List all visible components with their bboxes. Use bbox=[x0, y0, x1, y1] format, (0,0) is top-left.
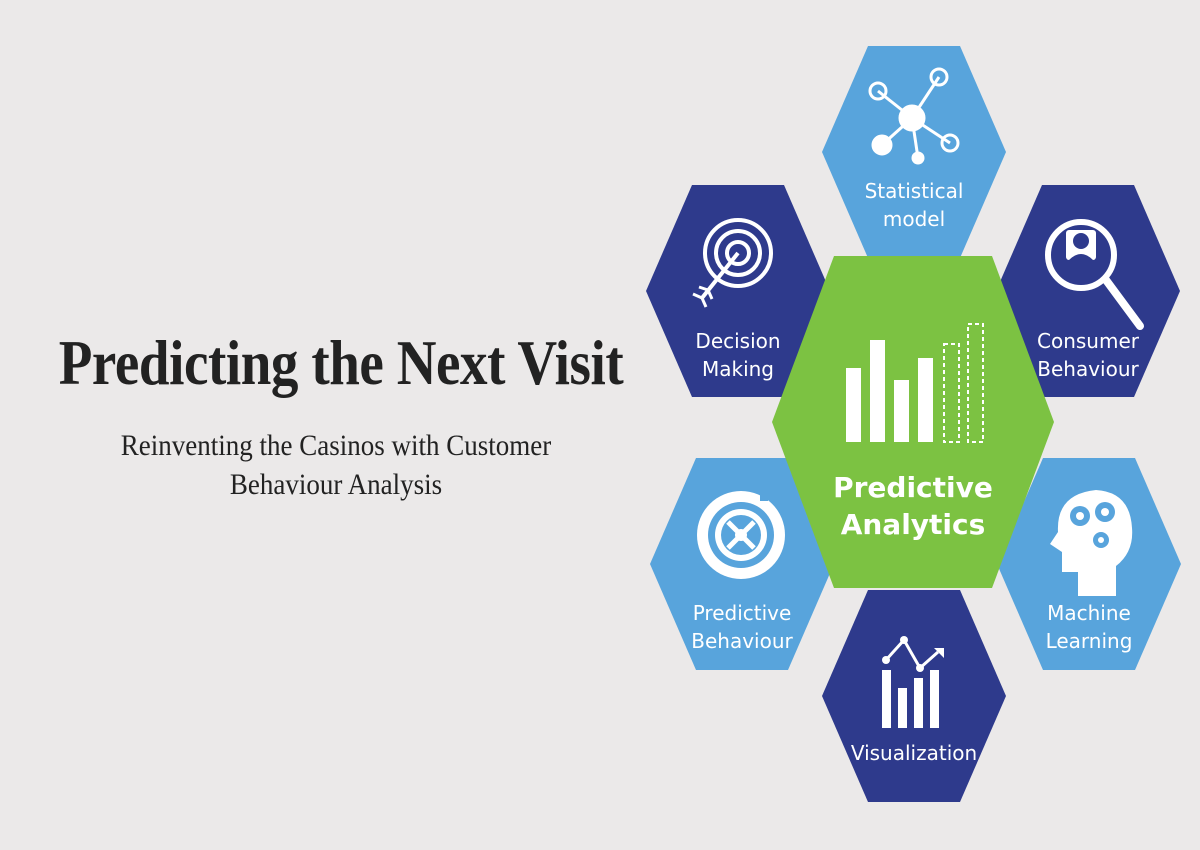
hex-consumer-behaviour: Consumer Behaviour bbox=[996, 185, 1180, 397]
hex-predictive-analytics-line-2: Analytics bbox=[841, 508, 986, 541]
hex-predictive-analytics: Predictive Analytics bbox=[772, 256, 1054, 588]
hex-visualization-label: Visualization bbox=[851, 741, 977, 765]
head-gears-icon bbox=[1050, 490, 1133, 596]
hex-consumer-behaviour-line-2: Behaviour bbox=[1037, 357, 1139, 381]
subheadline-line-1: Reinventing the Casinos with Customer bbox=[120, 429, 552, 462]
hex-statistical-model-shape bbox=[822, 46, 1006, 258]
target-arrow-icon bbox=[692, 218, 773, 308]
hex-machine-learning-line-2: Learning bbox=[1046, 629, 1133, 653]
hex-decision-making-line-1: Decision bbox=[695, 329, 780, 353]
hex-consumer-behaviour-shape bbox=[996, 185, 1180, 397]
hex-machine-learning: Machine Learning bbox=[997, 458, 1181, 670]
hex-statistical-model-line-2: model bbox=[883, 207, 945, 231]
hex-predictive-analytics-line-1: Predictive bbox=[833, 471, 993, 504]
hex-consumer-behaviour-line-1: Consumer bbox=[1037, 329, 1140, 353]
hex-statistical-model-line-1: Statistical bbox=[865, 179, 964, 203]
roulette-wheel-icon bbox=[697, 491, 785, 579]
hex-decision-making: Decision Making bbox=[646, 185, 830, 397]
headline: Predicting the Next Visit bbox=[58, 327, 624, 398]
hex-decision-making-line-2: Making bbox=[702, 357, 774, 381]
hex-machine-learning-line-1: Machine bbox=[1047, 601, 1131, 625]
network-nodes-icon bbox=[868, 67, 960, 165]
hex-predictive-behaviour-line-1: Predictive bbox=[693, 601, 792, 625]
hex-predictive-behaviour: Predictive Behaviour bbox=[650, 458, 834, 670]
hex-statistical-model: Statistical model bbox=[822, 46, 1006, 258]
chart-trend-icon bbox=[882, 636, 944, 728]
hex-visualization: Visualization bbox=[822, 590, 1006, 802]
user-magnifier-icon bbox=[1045, 219, 1144, 330]
hex-predictive-behaviour-line-2: Behaviour bbox=[691, 629, 793, 653]
bar-chart-icon bbox=[846, 323, 984, 443]
subheadline-line-2: Behaviour Analysis bbox=[229, 468, 443, 501]
hex-decision-making-shape bbox=[646, 185, 830, 397]
